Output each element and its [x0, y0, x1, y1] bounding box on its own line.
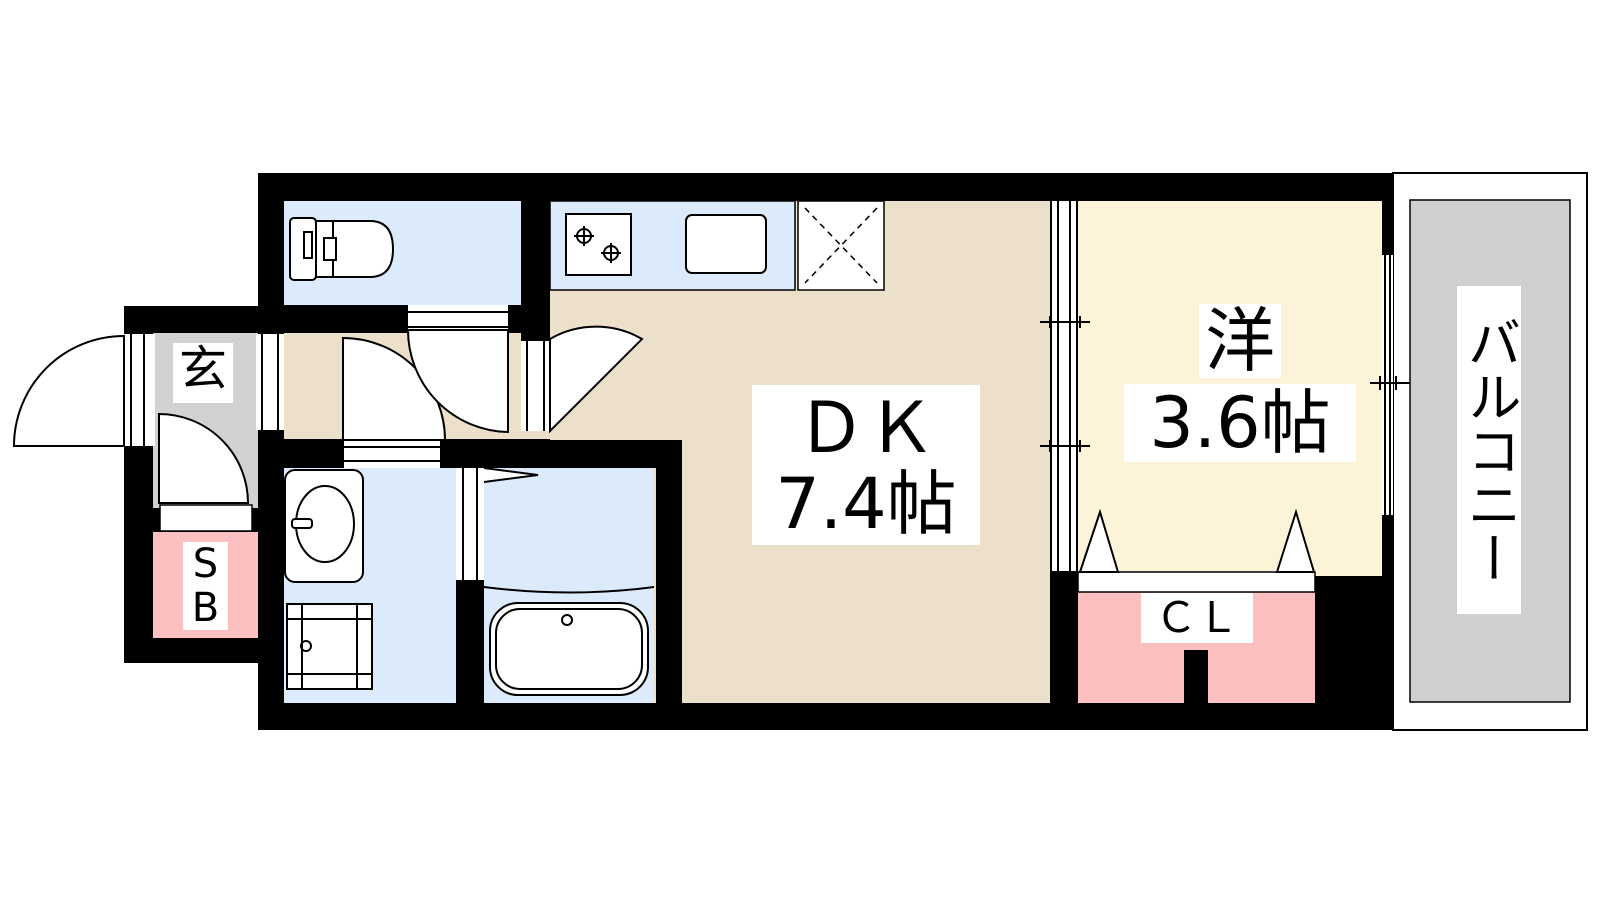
- balcony-label: バルコニー: [1457, 286, 1521, 614]
- entrance-label: 玄: [173, 343, 233, 403]
- shoebox-label: S B: [183, 542, 228, 630]
- closet-label: ＣＬ: [1141, 593, 1253, 643]
- openings: [124, 201, 1410, 580]
- balcony: [1392, 172, 1588, 731]
- western-size: 3.6帖: [1124, 384, 1356, 462]
- door-swings: [12, 325, 1316, 573]
- fixtures: [284, 207, 878, 696]
- western-name: 洋: [1199, 304, 1281, 378]
- sink-fixture: [685, 214, 767, 274]
- wash-basin-fixture: [284, 469, 364, 583]
- toilet-fixture: [289, 217, 395, 281]
- washing-machine-fixture: [286, 603, 373, 690]
- closet-name: ＣＬ: [1154, 593, 1239, 642]
- stove-fixture: [565, 213, 632, 276]
- western-label: 洋 3.6帖: [1124, 298, 1356, 468]
- balcony-name: バルコニー: [1458, 315, 1521, 585]
- shoebox-line1: S: [192, 541, 219, 587]
- dk-size: 7.4帖: [775, 463, 957, 545]
- entrance-name: 玄: [178, 341, 227, 397]
- shoebox-line2: B: [191, 585, 220, 631]
- dk-label: ＤＫ 7.4帖: [752, 385, 980, 545]
- bathtub-fixture: [483, 586, 655, 696]
- dk-name: ＤＫ: [796, 387, 936, 469]
